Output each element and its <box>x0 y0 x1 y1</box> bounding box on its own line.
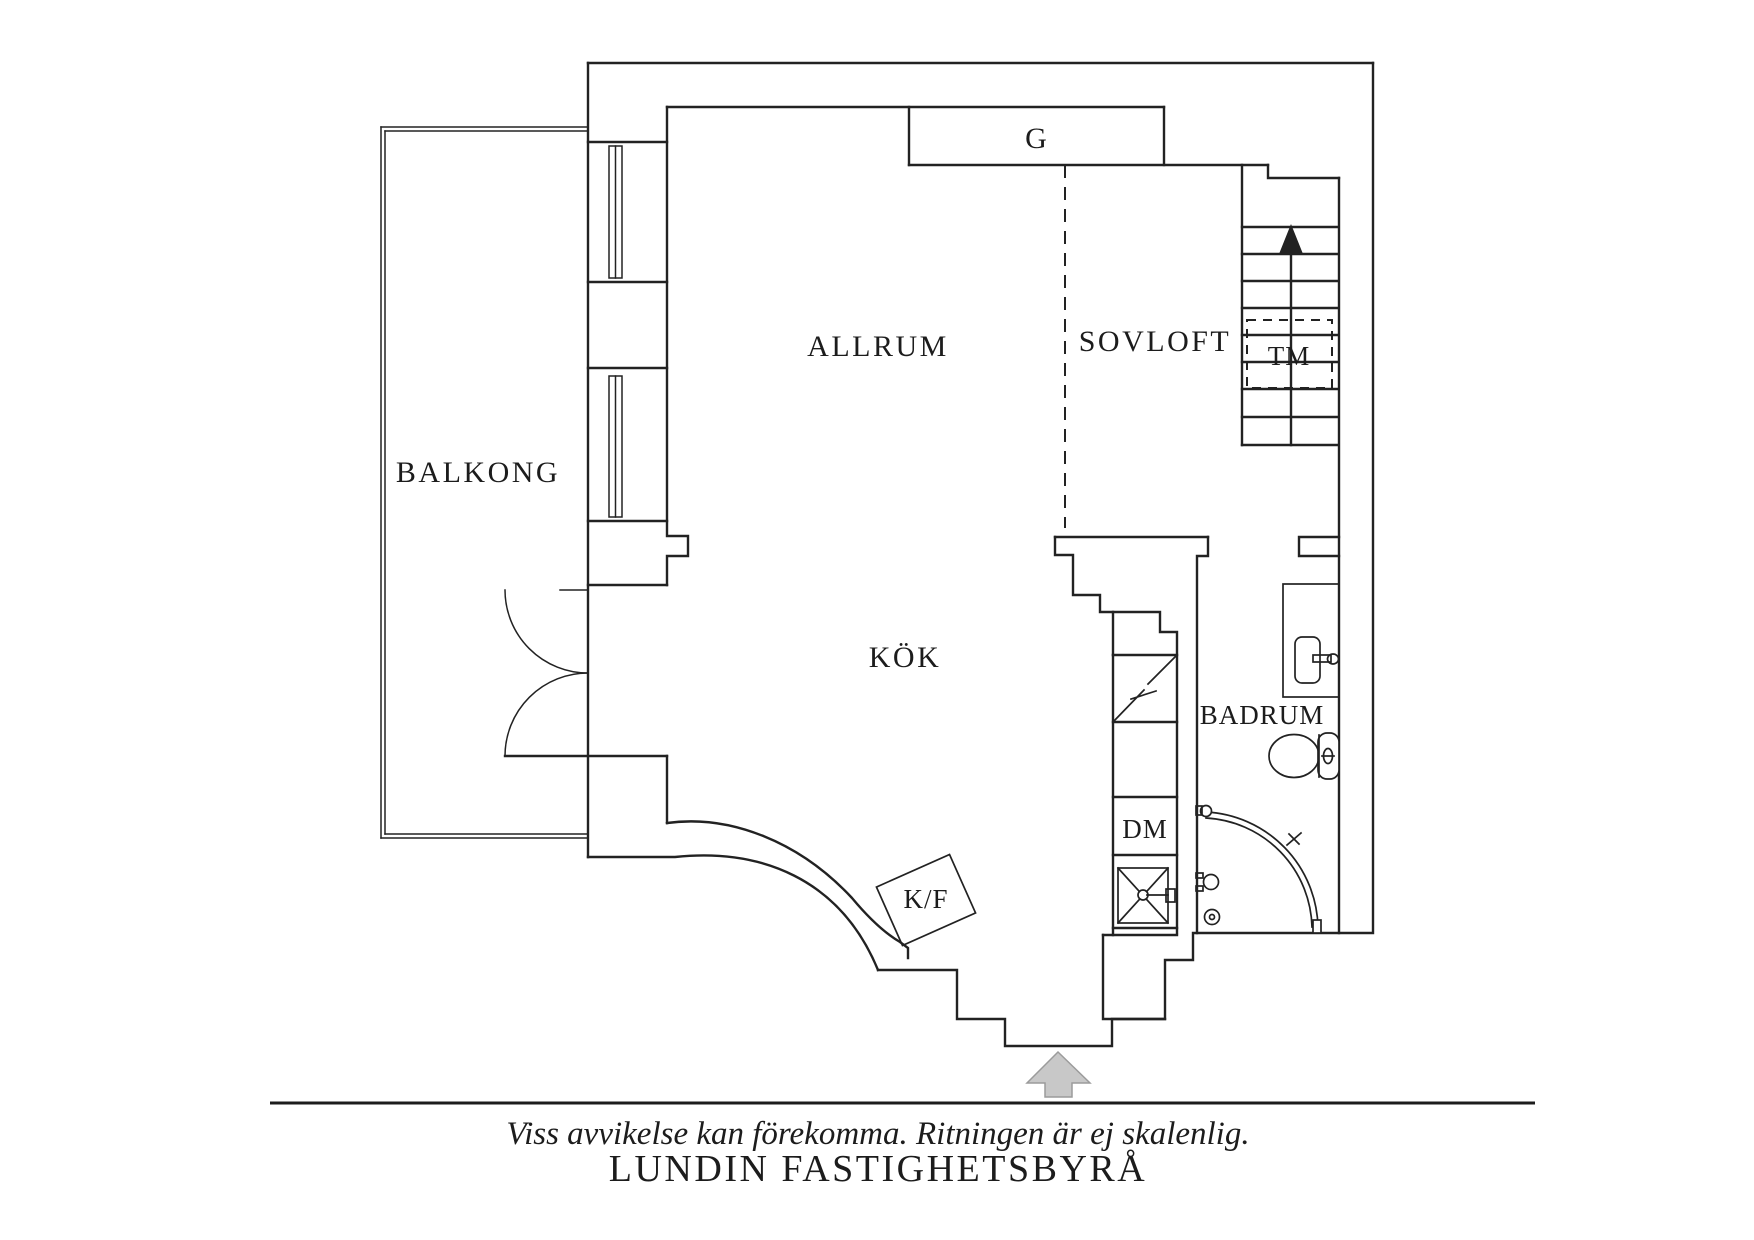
bathroom-sink <box>1282 583 1340 698</box>
footer: Viss avvikelse kan förekomma. Ritningen … <box>270 1101 1535 1190</box>
window-upper <box>608 145 623 279</box>
washing-machine-outline <box>1246 319 1333 389</box>
fridge-freezer-box <box>875 853 977 947</box>
label-diskmaskin: DM <box>1122 814 1168 844</box>
room-label-allrum: ALLRUM <box>807 330 949 363</box>
stair-direction-arrow-icon <box>1279 224 1303 254</box>
corner-shower <box>1195 804 1322 934</box>
floor-drain-icon <box>1203 908 1221 926</box>
loft-stair-lower-steps <box>1053 535 1341 935</box>
room-label-balkong: BALKONG <box>396 456 560 489</box>
bathroom <box>1195 583 1340 934</box>
footer-disclaimer: Viss avvikelse kan förekomma. Ritningen … <box>506 1116 1249 1152</box>
staircase <box>1240 163 1341 935</box>
left-wall-windows <box>559 105 690 591</box>
room-label-kok: KÖK <box>869 641 942 674</box>
label-kyl-frys: K/F <box>903 884 948 914</box>
stair-break-symbol <box>1111 653 1179 724</box>
balcony-door-swings <box>503 589 669 825</box>
exterior-walls <box>586 61 1375 1048</box>
toilet <box>1268 732 1340 780</box>
room-label-sovloft: SOVLOFT <box>1079 325 1232 358</box>
label-tvattmaskin: TM <box>1268 341 1311 371</box>
curved-wall-entrance <box>586 820 910 972</box>
footer-brand: LUNDIN FASTIGHETSBYRÅ <box>609 1148 1147 1190</box>
shower-mixer-icon <box>1202 873 1220 891</box>
kitchen-sink <box>1116 866 1176 925</box>
kitchen-counter <box>1101 653 1179 1021</box>
label-garderob: G <box>1025 122 1047 155</box>
wardrobe-closet <box>665 105 1341 180</box>
room-label-badrum: BADRUM <box>1200 700 1325 730</box>
entrance-arrow-icon <box>1025 1050 1092 1098</box>
balcony-railing <box>380 126 589 839</box>
window-lower <box>608 375 623 518</box>
